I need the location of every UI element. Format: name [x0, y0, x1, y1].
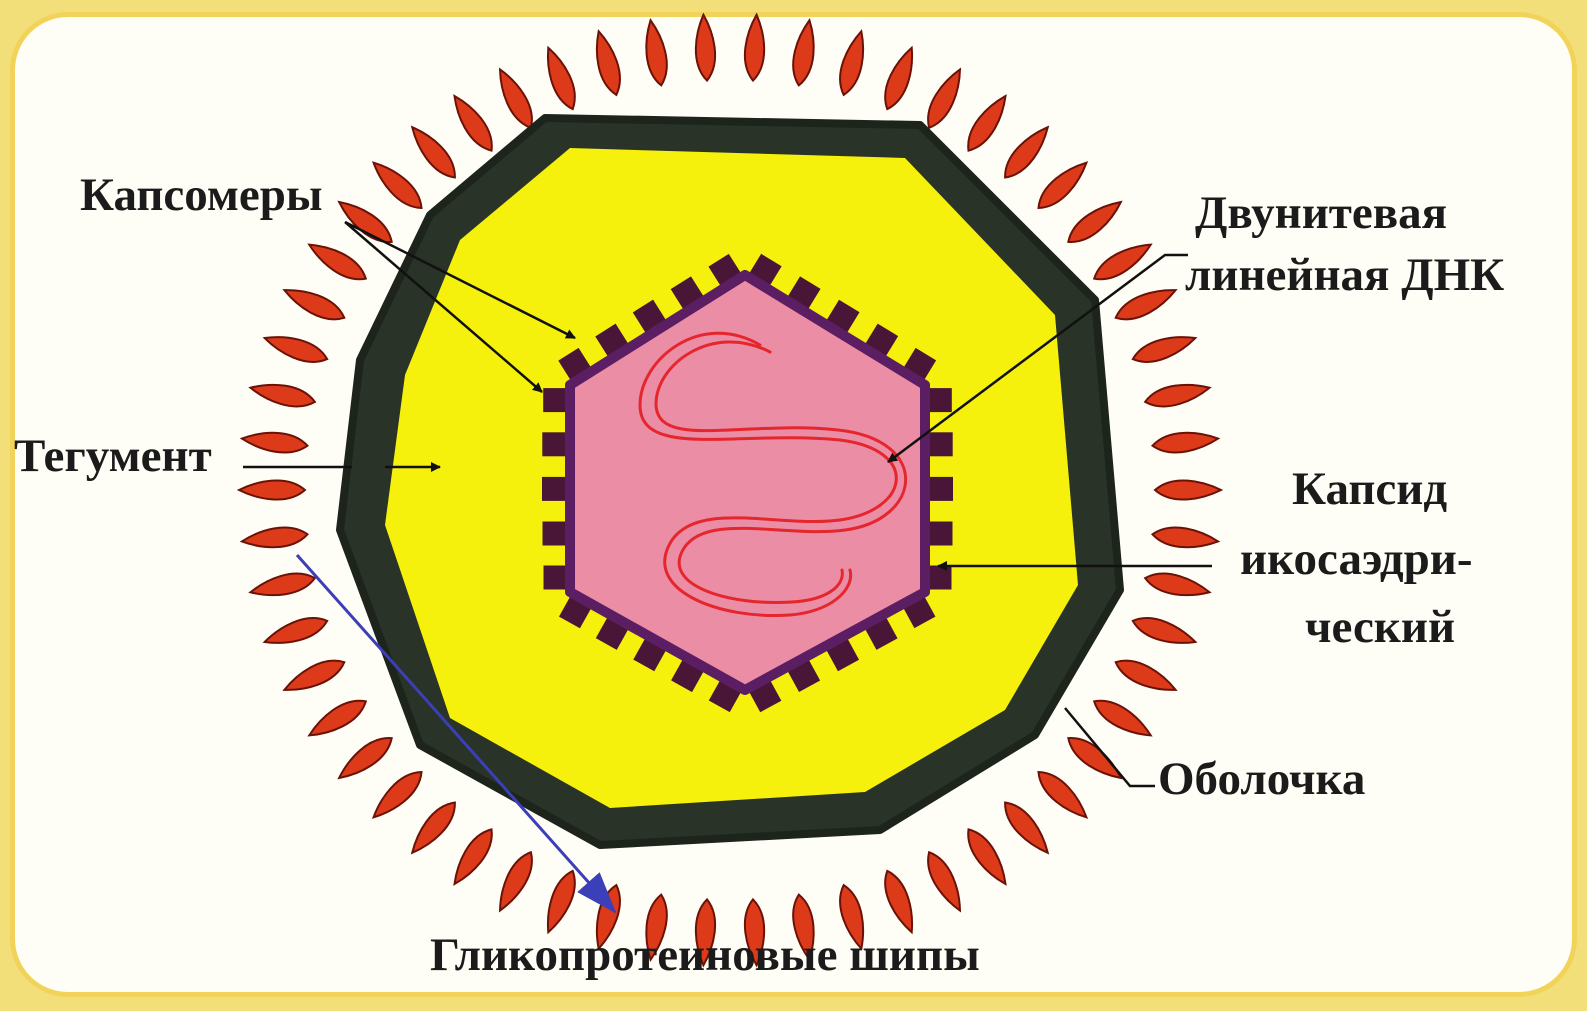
- glycoprotein-spike: [367, 156, 428, 215]
- glycoprotein-spike: [248, 569, 317, 602]
- glycoprotein-spike: [961, 824, 1014, 889]
- glycoprotein-spike: [589, 29, 625, 98]
- envelope-label: Оболочка: [1158, 752, 1365, 806]
- glycoprotein-spike: [1143, 569, 1212, 602]
- glycoprotein-spike: [304, 693, 370, 743]
- glycoprotein-spike: [262, 612, 331, 651]
- glycoprotein-spike: [998, 121, 1055, 184]
- dna-label-line2: линейная ДНК: [1185, 248, 1504, 302]
- glycoprotein-spike: [878, 867, 920, 935]
- glycoprotein-spike: [280, 281, 348, 326]
- glycoprotein-spike: [280, 654, 348, 699]
- glycoprotein-spike: [405, 796, 462, 859]
- glycoprotein-spike: [239, 480, 305, 499]
- spikes-label: Гликопротеиновые шипы: [430, 928, 980, 982]
- capsid-label-line2: икосаэдри-: [1240, 532, 1473, 586]
- glycoprotein-spike: [1130, 329, 1199, 368]
- glycoprotein-spike: [248, 378, 317, 411]
- glycoprotein-spike: [1063, 194, 1127, 249]
- glycoprotein-spike: [743, 14, 766, 81]
- glycoprotein-spike: [1143, 378, 1212, 411]
- glycoprotein-spike: [539, 867, 581, 935]
- glycoprotein-spike: [1089, 693, 1155, 743]
- glycoprotein-spike: [1063, 730, 1127, 785]
- tegument-label: Тегумент: [14, 429, 212, 483]
- glycoprotein-spike: [878, 44, 920, 112]
- glycoprotein-spike: [333, 730, 397, 785]
- glycoprotein-spike: [834, 29, 870, 98]
- glycoprotein-spike: [921, 65, 969, 132]
- glycoprotein-spike: [539, 44, 581, 112]
- glycoprotein-spike: [1151, 525, 1219, 551]
- glycoprotein-spike: [367, 765, 428, 824]
- glycoprotein-spike: [405, 121, 462, 184]
- glycoprotein-spike: [1032, 765, 1093, 824]
- glycoprotein-spike: [921, 848, 969, 915]
- glycoprotein-spike: [241, 525, 309, 551]
- dna-label-line1: Двунитевая: [1195, 186, 1447, 240]
- capsomeres-label: Капсомеры: [80, 168, 323, 222]
- glycoprotein-spike: [1130, 612, 1199, 651]
- capsid-label-line1: Капсид: [1292, 462, 1447, 516]
- glycoprotein-spike: [998, 796, 1055, 859]
- glycoprotein-spike: [492, 848, 540, 915]
- glycoprotein-spike: [789, 19, 819, 87]
- glycoprotein-spike: [447, 824, 500, 889]
- glycoprotein-spike: [262, 329, 331, 368]
- glycoprotein-spike: [694, 14, 717, 81]
- glycoprotein-spike: [447, 91, 500, 156]
- glycoprotein-spike: [641, 19, 671, 87]
- glycoprotein-spike: [1032, 156, 1093, 215]
- capsid-label-line3: ческий: [1305, 600, 1455, 654]
- glycoprotein-spike: [1089, 236, 1155, 286]
- glycoprotein-spike: [1155, 480, 1221, 499]
- glycoprotein-spike: [492, 65, 540, 132]
- glycoprotein-spike: [961, 91, 1014, 156]
- glycoprotein-spike: [304, 236, 370, 286]
- glycoprotein-spike: [241, 429, 309, 455]
- glycoprotein-spike: [1112, 654, 1180, 699]
- glycoprotein-spike: [1151, 429, 1219, 455]
